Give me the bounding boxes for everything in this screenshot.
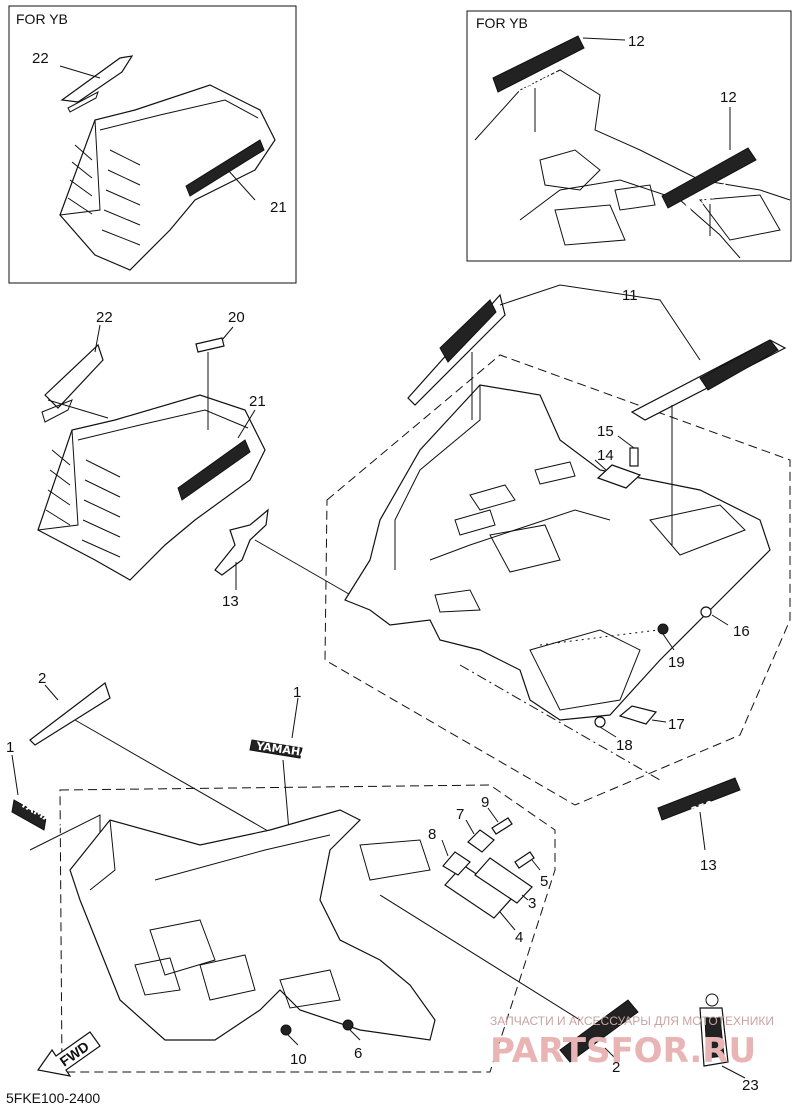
decal-13-model: 250 — [657, 777, 741, 821]
inset-right: FOR YB RANSIT 12 RANSIT 12 — [466, 10, 792, 262]
rear-fender-assembly: 22 20 21 13 — [37, 309, 369, 610]
decal-1-center: YAMAHA — [249, 739, 310, 760]
inset-right-decal-12b: RANSIT — [661, 147, 757, 215]
callout-4: 4 — [515, 929, 523, 946]
bolt-9 — [491, 817, 513, 835]
plate-7 — [467, 829, 495, 853]
inset-left-frame — [8, 5, 297, 284]
callout-10: 10 — [290, 1051, 307, 1068]
callout-15: 15 — [597, 423, 614, 440]
plate-3 — [474, 857, 533, 904]
callout-16: 16 — [733, 623, 750, 640]
callout-1b: 1 — [293, 684, 301, 701]
front-fender-group-outline — [324, 354, 791, 806]
part-16 — [700, 606, 712, 618]
front-fender-assembly: 11 14 15 16 19 17 18 250 13 — [324, 284, 791, 874]
bottom-group-outline — [59, 784, 556, 1073]
decal-22 — [44, 343, 104, 409]
callout-22-inset: 22 — [32, 50, 49, 67]
decal-1-left: YAMAHA — [11, 796, 70, 835]
inset-left-title: FOR YB — [16, 11, 68, 27]
fwd-arrow: FWD — [36, 1031, 101, 1077]
callout-21: 21 — [249, 393, 266, 410]
part-14 — [596, 464, 642, 489]
callout-21-inset: 21 — [270, 199, 287, 216]
callout-12a: 12 — [628, 33, 645, 50]
inset-left-rear-fender — [59, 84, 276, 271]
callout-1a: 1 — [6, 739, 14, 756]
rear-fender-stripe — [177, 439, 251, 501]
bolt-5 — [514, 851, 535, 869]
callout-23: 23 — [742, 1077, 759, 1094]
decal-11-left — [407, 293, 506, 406]
part-19 — [657, 623, 669, 635]
nut-6 — [342, 1019, 354, 1031]
watermark-line2: PARTSFOR.RU — [490, 1031, 756, 1071]
bracket-13 — [214, 508, 269, 576]
decal-11-right — [630, 339, 787, 421]
callout-14: 14 — [597, 447, 614, 464]
rear-fender — [37, 394, 266, 581]
plate-8 — [442, 851, 471, 876]
callout-13a: 13 — [222, 593, 239, 610]
callout-12b: 12 — [720, 89, 737, 106]
part-17 — [618, 705, 658, 725]
inset-right-decal-12a: RANSIT — [492, 35, 585, 95]
inset-left-decal-22 — [60, 55, 134, 103]
callout-18: 18 — [616, 737, 633, 754]
decal-2a — [29, 682, 111, 746]
watermark-line1: ЗАПЧАСТИ И АКСЕССУАРЫ ДЛЯ МОТОТЕХНИКИ — [490, 1014, 774, 1028]
inset-right-front-fender — [474, 69, 791, 259]
diagram-code: 5FKE100-2400 — [6, 1090, 100, 1106]
inset-right-title: FOR YB — [476, 15, 528, 31]
part-18 — [594, 716, 606, 728]
callout-5: 5 — [540, 873, 548, 890]
callout-9: 9 — [481, 794, 489, 811]
inset-left: FOR YB 22 21 — [8, 5, 297, 284]
callout-3: 3 — [528, 895, 536, 912]
callout-13b: 13 — [700, 857, 717, 874]
watermark: ЗАПЧАСТИ И АКСЕССУАРЫ ДЛЯ МОТОТЕХНИКИ PA… — [490, 1014, 774, 1071]
decal-1-center-text: YAMAHA — [254, 739, 309, 759]
callout-17: 17 — [668, 716, 685, 733]
callout-11: 11 — [622, 287, 638, 304]
callout-7: 7 — [456, 806, 464, 823]
callout-22: 22 — [96, 309, 113, 326]
callout-19: 19 — [668, 654, 685, 671]
bolt-15 — [629, 447, 639, 467]
callout-20: 20 — [228, 309, 245, 326]
tag-23 — [699, 993, 729, 1067]
front-fender — [344, 384, 771, 721]
decal-20 — [195, 337, 225, 353]
callout-8: 8 — [428, 826, 436, 843]
nut-10 — [280, 1024, 292, 1036]
rear-guard — [69, 809, 436, 1041]
callout-2b: 2 — [612, 1059, 620, 1076]
callout-6: 6 — [354, 1045, 362, 1062]
inset-right-frame — [466, 10, 792, 262]
callout-2a: 2 — [38, 670, 46, 687]
rear-fender-vents — [45, 449, 121, 558]
